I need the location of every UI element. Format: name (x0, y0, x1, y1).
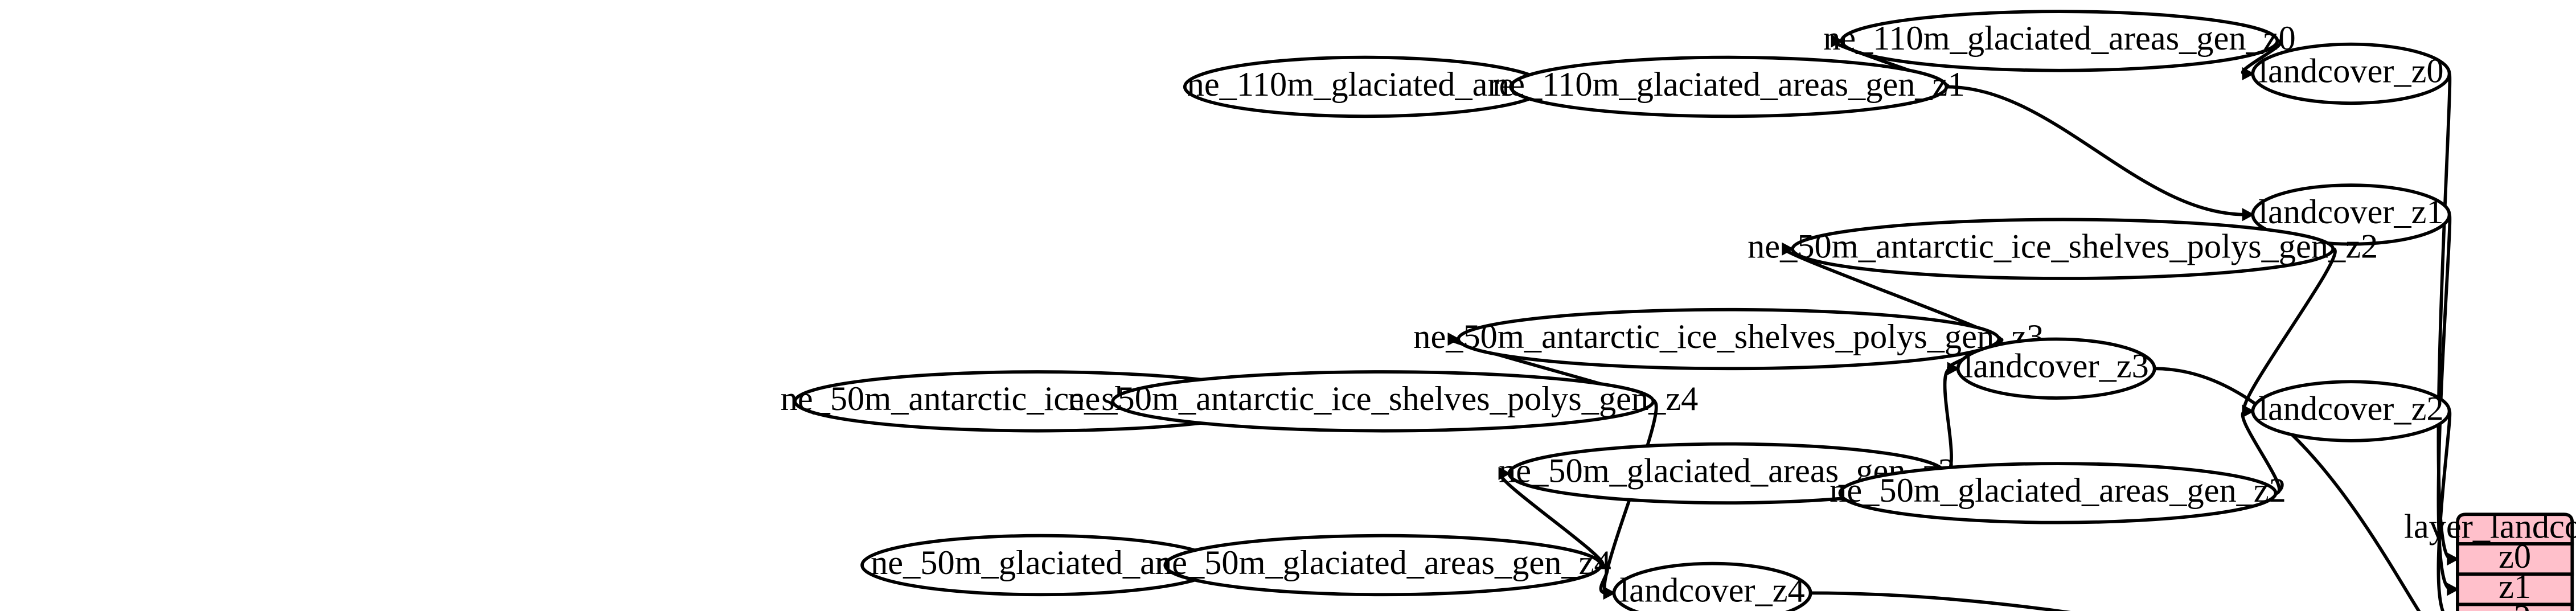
record-row-z1[interactable] (2456, 572, 2574, 606)
edge-arrowhead (2447, 583, 2460, 596)
edge-landcover_z4-to-layer_landcover-z4 (1810, 591, 2071, 611)
edges-layer (1102, 34, 2460, 611)
node-label-ne_50m_glaciated_areas: ne_50m_glaciated_areas (871, 544, 1211, 582)
nodes-layer: imposm3osm_landcover_polygonsimplify_vw_… (781, 10, 2451, 611)
node-ne_110m_glaciated_areas_gen_z0[interactable] (1840, 10, 2279, 72)
node-ne_110m_glaciated_areas_gen_z1[interactable] (1509, 55, 1949, 118)
node-label-ne_50m_antarctic_ice_shelves_polys_gen_z2: ne_50m_antarctic_ice_shelves_polys_gen_z… (1748, 228, 2378, 266)
node-ne_50m_antarctic_ice_shelves_polys_gen_z3[interactable] (1457, 307, 2001, 371)
node-landcover_z0[interactable] (2251, 42, 2451, 105)
edge-ne_50m_glaciated_areas_gen_z4-to-landcover_z4 (1599, 563, 1609, 595)
record-row-label-z0: z0 (2499, 538, 2531, 576)
edge-arrowhead (2242, 208, 2255, 222)
node-ne_50m_glaciated_areas_gen_z2[interactable] (1838, 462, 2278, 524)
node-label-landcover_z1: landcover_z1 (2258, 193, 2443, 231)
edge-ne_110m_glaciated_areas_gen_z1-to-landcover_z1 (1946, 85, 2246, 216)
edge-landcover_z0-to-layer_landcover-z0 (2436, 72, 2452, 561)
record-header-cell (2456, 512, 2574, 546)
record-row-z0[interactable] (2456, 542, 2574, 576)
edge-landcover_z3-to-layer_landcover-z3 (2154, 367, 2421, 611)
node-label-landcover_z3: landcover_z3 (1963, 347, 2148, 386)
edge-arrowhead (1447, 332, 1461, 346)
record-row-label-z1: z1 (2499, 568, 2531, 606)
edge-arrowhead (2447, 552, 2460, 566)
node-landcover_z4[interactable] (1612, 561, 1812, 611)
node-ne_50m_antarctic_ice_shelves_polys_gen_z2[interactable] (1791, 218, 2335, 280)
edge-arrowhead (2242, 404, 2255, 418)
edge-arrowhead (1947, 362, 1960, 375)
edge-landcover_z2-to-layer_landcover-z2 (2436, 409, 2452, 611)
edge-ne_50m_glaciated_areas_gen_z4-to-ne_50m_glaciated_areas_gen_z3 (1499, 471, 1605, 567)
node-label-landcover_z4: landcover_z4 (1619, 572, 1804, 610)
node-ne_50m_antarctic_ice_shelves_polys_gen_z4[interactable] (1111, 370, 1655, 433)
node-label-ne_110m_glaciated_areas: ne_110m_glaciated_areas (1187, 65, 1543, 104)
edge-arrowhead (1831, 34, 1844, 48)
edge-arrowhead (1603, 586, 1616, 600)
node-label-ne_110m_glaciated_areas_gen_z1: ne_110m_glaciated_areas_gen_z1 (1492, 65, 1965, 104)
node-landcover_z1[interactable] (2251, 183, 2451, 246)
node-label-landcover_z0: landcover_z0 (2258, 52, 2443, 91)
edge-arrowhead (2242, 67, 2255, 81)
node-ne_50m_glaciated_areas_gen_z4[interactable] (1163, 534, 1603, 597)
node-label-landcover_z2: landcover_z2 (2258, 389, 2443, 428)
node-label-ne_50m_antarctic_ice_shelves_polys_gen_z4: ne_50m_antarctic_ice_shelves_polys_gen_z… (1068, 380, 1698, 418)
edge-arrowhead (1782, 242, 1795, 256)
node-label-ne_50m_glaciated_areas_gen_z4: ne_50m_glaciated_areas_gen_z4 (1155, 544, 1611, 582)
node-label-ne_110m_glaciated_areas_gen_z0: ne_110m_glaciated_areas_gen_z0 (1823, 19, 2296, 58)
record-row-z2[interactable] (2456, 602, 2574, 611)
edge-arrowhead (1498, 466, 1511, 480)
record-header-label: layer_landcover (2404, 507, 2576, 546)
node-label-ne_50m_antarctic_ice_shelves_polys_gen_z3: ne_50m_antarctic_ice_shelves_polys_gen_z… (1413, 318, 2044, 356)
node-landcover_z2[interactable] (2251, 380, 2451, 442)
node-label-ne_50m_glaciated_areas_gen_z2: ne_50m_glaciated_areas_gen_z2 (1830, 471, 2286, 510)
record-table-layer: layer_landcoverz0z1z2z3z4z5z6z7z8z9z10z1… (2404, 507, 2576, 611)
record-row-label-z2: z2 (2499, 598, 2531, 611)
node-landcover_z3[interactable] (1956, 337, 2156, 400)
edge-ne_50m_antarctic_ice_shelves_polys_gen_z2-to-landcover_z2 (2242, 247, 2337, 413)
